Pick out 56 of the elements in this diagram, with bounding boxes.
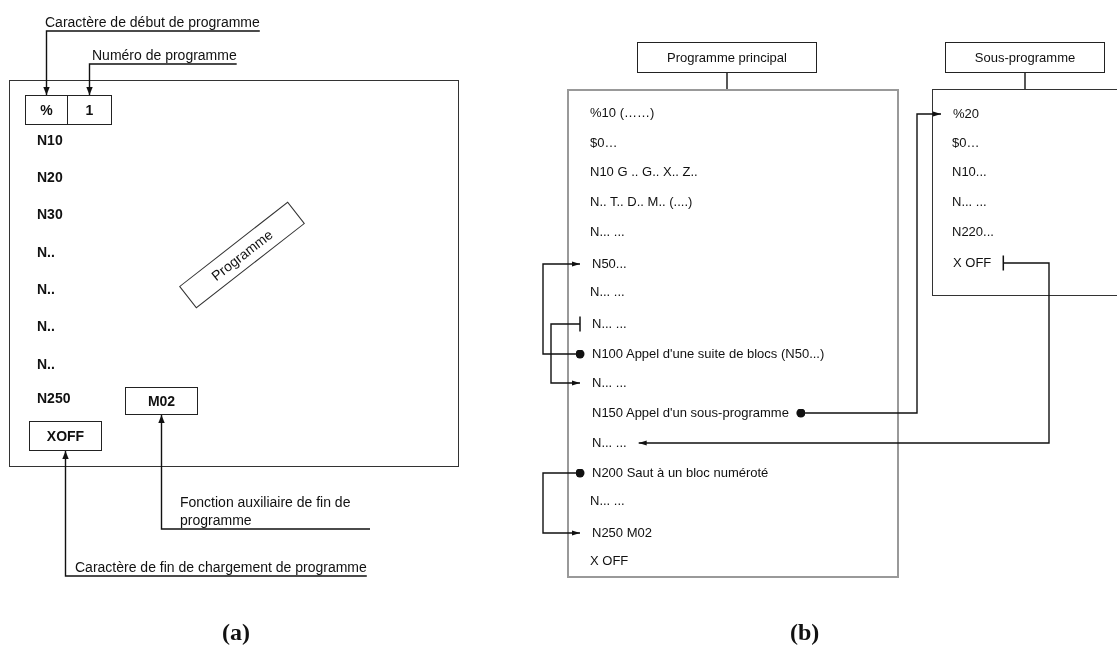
end-character-box: XOFF: [29, 421, 102, 451]
leader-text: Fonction auxiliaire de fin de programme: [180, 493, 370, 529]
code-line: N100 Appel d'une suite de blocs (N50...): [580, 345, 837, 363]
code-line: N... ...: [952, 193, 987, 211]
leader-text: Caractère de fin de chargement de programme: [75, 558, 367, 576]
code-line: N... ...: [580, 434, 639, 452]
leader-line: [62, 450, 368, 577]
jump-arrow: [638, 255, 1050, 446]
code-line: N... ...: [590, 223, 625, 241]
title-box: Sous-programme: [945, 42, 1105, 73]
code-line: N30: [37, 205, 63, 223]
code-line: N..: [37, 355, 55, 373]
code-line: N10...: [952, 163, 987, 181]
code-line: N... ...: [590, 492, 625, 510]
leader-line: [158, 414, 371, 530]
title-box: Programme principal: [637, 42, 817, 73]
code-line: N.. T.. D.. M.. (....): [590, 193, 693, 211]
code-line: N250: [37, 389, 71, 407]
code-line: N10 G .. G.. X.. Z..: [590, 163, 698, 181]
connector-line: [726, 72, 728, 90]
code-line: N..: [37, 243, 55, 261]
panel-caption: (b): [790, 618, 820, 646]
code-line: N... ...: [590, 283, 625, 301]
jump-arrow: [542, 261, 585, 359]
program-frame: [9, 80, 459, 467]
leader-text: Caractère de début de programme: [45, 13, 260, 31]
code-line: X OFF: [941, 254, 1004, 272]
code-line: N250 M02: [580, 524, 664, 542]
code-line: N200 Saut à un bloc numéroté: [580, 464, 781, 482]
code-line: N..: [37, 317, 55, 335]
leader-line: [86, 63, 238, 96]
program-number-cell: 1: [67, 95, 112, 125]
code-line: $0…: [952, 134, 980, 152]
connector-line: [1024, 72, 1026, 90]
code-line: X OFF: [590, 552, 629, 570]
end-function-box: M02: [125, 387, 198, 415]
code-line: N..: [37, 280, 55, 298]
jump-arrow: [796, 111, 942, 418]
start-character-cell: %: [25, 95, 68, 125]
jump-arrow: [550, 316, 581, 386]
code-line: N10: [37, 131, 63, 149]
code-line: %20: [941, 105, 992, 123]
code-line: N20: [37, 168, 63, 186]
code-line: $0…: [590, 134, 618, 152]
code-line: N150 Appel d'un sous-programme: [580, 404, 801, 422]
code-line: N50...: [580, 255, 639, 273]
code-line: N220...: [952, 223, 994, 241]
leader-text: Numéro de programme: [92, 46, 237, 64]
leader-line: [43, 30, 261, 96]
listing-frame: [932, 89, 1117, 296]
code-line: N... ...: [580, 374, 639, 392]
code-line: N... ...: [580, 315, 639, 333]
listing-frame: [567, 89, 899, 578]
panel-caption: (a): [222, 618, 250, 646]
jump-arrow: [542, 468, 585, 536]
code-line: %10 (……): [590, 104, 655, 122]
